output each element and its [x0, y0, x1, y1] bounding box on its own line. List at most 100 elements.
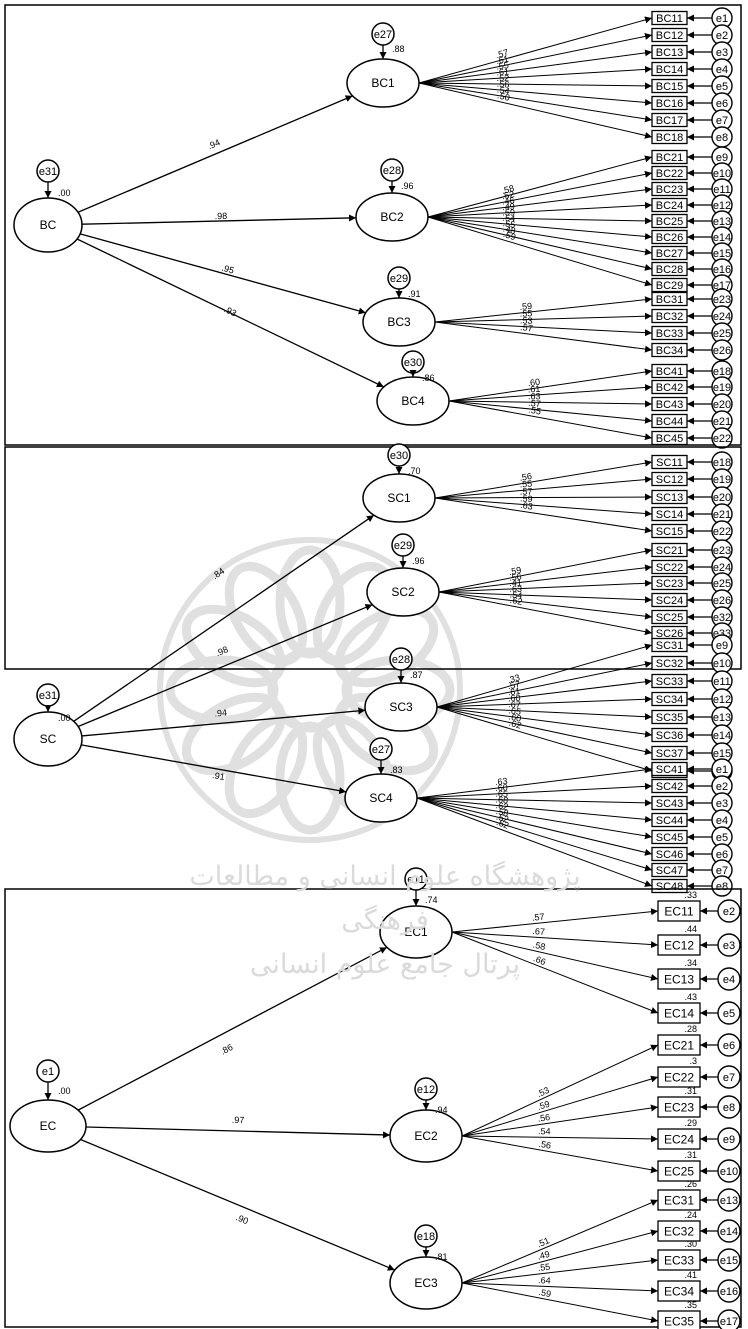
error-term-label: e21: [713, 416, 731, 428]
indicator-label: BC45: [656, 433, 684, 445]
indicator-label: BC12: [656, 30, 684, 42]
r-squared-label: .3: [689, 1056, 697, 1066]
path-coefficient: .98: [215, 211, 228, 221]
loading-coefficient: .33: [506, 672, 521, 685]
loading-coefficient: .57: [520, 487, 533, 497]
loading-path: [438, 591, 653, 604]
loading-path: [434, 476, 653, 499]
latent-factor-label: BC1: [371, 76, 395, 90]
loading-coefficient: .58: [501, 183, 516, 196]
error-term-label: e1: [42, 1066, 54, 1078]
loading-path: [436, 706, 653, 721]
error-term-label: e2: [716, 781, 728, 793]
loading-path: [416, 782, 653, 799]
indicator-label: EC24: [664, 1132, 694, 1146]
latent-root-label: EC: [40, 1119, 57, 1133]
loading-path: [434, 296, 653, 323]
loading-coefficient: .60: [495, 782, 508, 793]
watermark-emblem: [157, 537, 463, 843]
r-squared-label: .81: [435, 1252, 448, 1262]
loading-coefficient: .55: [528, 405, 542, 417]
indicator-label: BC15: [656, 81, 684, 93]
path-coefficient: .90: [234, 1212, 249, 1226]
error-term-label: e22: [713, 433, 731, 445]
indicator-label: SC32: [656, 658, 684, 670]
error-term-label: e3: [716, 798, 728, 810]
error-term-label: e20: [713, 492, 731, 504]
loading-path: [438, 579, 653, 593]
error-term-label: e27: [374, 29, 392, 41]
error-term-label: e7: [723, 1072, 735, 1084]
loading-coefficient: .55: [496, 60, 510, 72]
path-coefficient: .94: [206, 137, 221, 151]
loading-path: [427, 216, 653, 271]
loading-coefficient: .53: [520, 315, 533, 326]
error-term-label: e5: [723, 1008, 735, 1020]
error-term-label: e13: [713, 216, 731, 228]
indicator-label: SC42: [656, 781, 684, 793]
loading-coefficient: .57: [531, 912, 544, 923]
loading-path: [418, 82, 653, 106]
error-term-label: e2: [723, 906, 735, 918]
loading-coefficient: .60: [508, 693, 521, 703]
loading-coefficient: .55: [537, 1262, 551, 1273]
error-term-label: e12: [713, 694, 731, 706]
error-term-label: e14: [720, 1226, 738, 1238]
loading-coefficient: .56: [519, 471, 533, 483]
loading-coefficient: .48: [502, 224, 516, 237]
indicator-label: EC13: [664, 972, 694, 986]
error-term-label: e23: [713, 294, 731, 306]
loading-coefficient: .64: [538, 1275, 551, 1285]
error-term-label: e8: [723, 1102, 735, 1114]
indicator-label: SC46: [656, 849, 684, 861]
error-term-label: e24: [713, 562, 731, 574]
loading-path: [418, 65, 653, 84]
loading-coefficient: .51: [535, 1235, 550, 1249]
loading-coefficient: .55: [519, 479, 532, 490]
error-term-label: e27: [372, 744, 390, 756]
loading-coefficient: .41: [509, 578, 522, 589]
path-coefficient: .86: [219, 1042, 235, 1057]
loading-coefficient: .65: [508, 705, 522, 717]
indicator-label: BC23: [656, 184, 684, 196]
r-squared-label: .31: [684, 1086, 697, 1096]
loading-coefficient: .54: [496, 84, 510, 96]
r-squared-label: .96: [401, 181, 414, 191]
loading-path: [461, 1257, 659, 1284]
structural-path: [81, 214, 357, 225]
loading-coefficient: .63: [528, 391, 541, 401]
loading-coefficient: .52: [501, 189, 515, 201]
error-term-label: e21: [713, 509, 731, 521]
r-squared-label: .96: [412, 556, 425, 566]
r-squared-label: .87: [410, 670, 423, 680]
loading-coefficient: .53: [535, 1085, 551, 1099]
error-term-label: e5: [716, 81, 728, 93]
error-term-label: e31: [39, 690, 57, 702]
structural-path: [73, 514, 375, 722]
loading-path: [438, 547, 653, 593]
error-term-label: e22: [713, 526, 731, 538]
structural-path: [80, 1138, 396, 1271]
indicator-label: SC24: [656, 595, 684, 607]
indicator-label: BC17: [656, 115, 684, 127]
loading-coefficient: .60: [508, 711, 522, 723]
loading-path: [418, 16, 653, 84]
loading-path: [416, 797, 653, 823]
loading-path: [436, 706, 653, 755]
r-squared-label: .30: [684, 1239, 697, 1249]
error-term-label: e20: [713, 399, 731, 411]
loading-path: [461, 1229, 659, 1284]
loading-coefficient: .63: [520, 500, 534, 512]
loading-coefficient: .67: [508, 699, 521, 710]
loading-path: [461, 1104, 659, 1137]
loading-path: [427, 216, 653, 287]
indicator-label: EC23: [664, 1100, 694, 1114]
panel-frame: [4, 888, 742, 1328]
loading-path: [427, 216, 653, 225]
error-term-label: e10: [720, 1166, 738, 1178]
error-term-label: e13: [713, 712, 731, 724]
indicator-label: SC22: [656, 562, 684, 574]
indicator-label: BC16: [656, 98, 684, 110]
